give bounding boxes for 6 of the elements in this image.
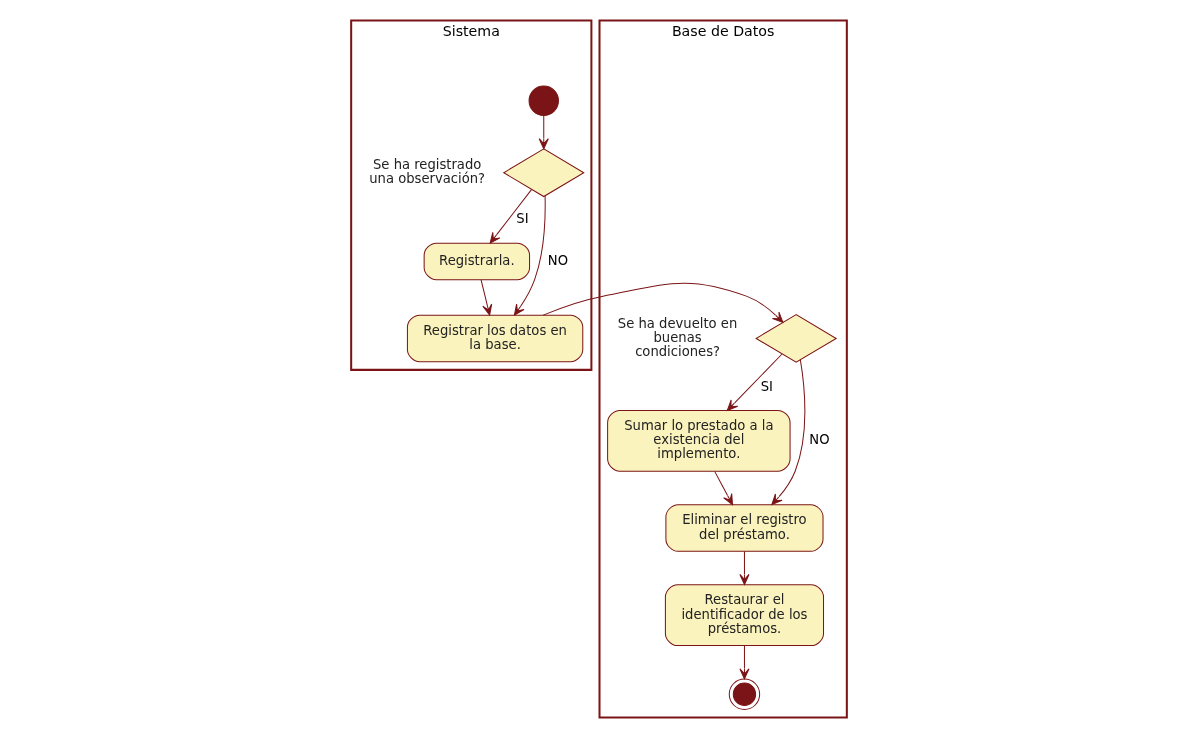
edge-label: NO [808,432,830,448]
node-label: Se ha registrado una observación? [368,157,485,187]
edge-label: NO [547,252,568,268]
edge-label: SI [760,378,773,394]
node-label: Se ha devuelto en buenas condiciones? [617,315,737,360]
edge-label: SI [515,211,529,227]
